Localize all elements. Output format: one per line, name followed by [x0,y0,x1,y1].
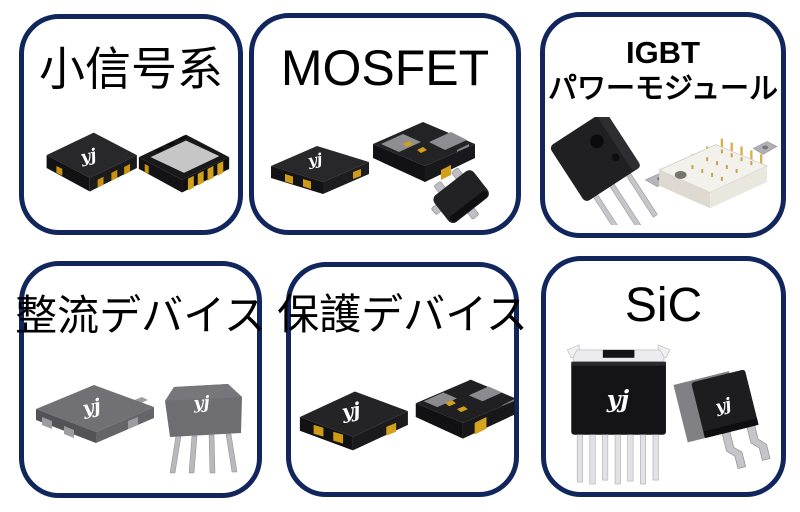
brand-logo: yj [606,385,630,413]
mosfet-illustration: yj [265,106,505,224]
brand-logo: yj [192,393,211,414]
gbu-bridge-rectifier: yj [165,384,242,474]
protection-illustration: yj [290,362,515,472]
category-label-sic: SiC [624,279,703,332]
mosfet-chip-top-view: yj [271,146,369,194]
dfn-packages-image: yj [46,132,230,193]
power-module [644,138,778,209]
sic-illustration: yj y [546,342,781,488]
protection-chip-top-view: yj [299,391,408,451]
small-signal-illustration: yj [31,112,231,218]
dfn-chip-bottom-view [138,134,230,193]
brand-logo: yj [339,398,362,424]
to-263-package: yj [673,369,771,469]
igbt-packages-image [550,117,778,225]
brand-logo: yj [80,395,103,420]
category-card-mosfet[interactable]: MOSFET yj [249,13,521,235]
category-label-igbt: IGBT パワーモジュール [548,35,778,105]
smd-bridge-rectifier: yj [36,385,154,443]
igbt-illustration [543,117,783,225]
label-line-power-module: パワーモジュール [548,72,778,105]
rectifier-packages-image: yj yj [36,384,242,474]
brand-logo: yj [78,144,99,167]
to-247-7l-leads [576,434,659,485]
protection-packages-image: yj [299,379,515,451]
brand-logo: yj [306,150,325,170]
protection-chip-bottom-view [415,379,515,439]
rectifier-illustration: yj yj [28,359,253,477]
to-247-7l-package: yj [566,344,671,485]
brand-logo: yj [712,393,733,416]
sot-23-package [431,167,489,223]
mosfet-packages-image: yj [271,122,489,223]
dfn-chip-top-view: yj [46,132,137,192]
category-card-sic[interactable]: SiC yj [541,256,786,497]
category-label-mosfet: MOSFET [280,40,490,96]
module-pin-bases [691,149,753,181]
label-line-igbt: IGBT [625,35,701,70]
sic-packages-image: yj y [566,344,771,485]
category-card-small-signal[interactable]: 小信号系 yj [19,14,243,235]
to-247-package [550,117,658,225]
category-label-small-signal: 小信号系 [39,43,223,95]
mosfet-chip-bottom-view [373,122,475,182]
category-card-igbt-power-module[interactable]: IGBT パワーモジュール [540,12,786,238]
category-label-rectifier: 整流デバイス [15,292,266,339]
category-card-rectifier-devices[interactable]: 整流デバイス yj [15,261,266,498]
category-card-protection-devices[interactable]: 保護デバイス yj [277,262,528,497]
category-label-protection: 保護デバイス [277,291,528,338]
